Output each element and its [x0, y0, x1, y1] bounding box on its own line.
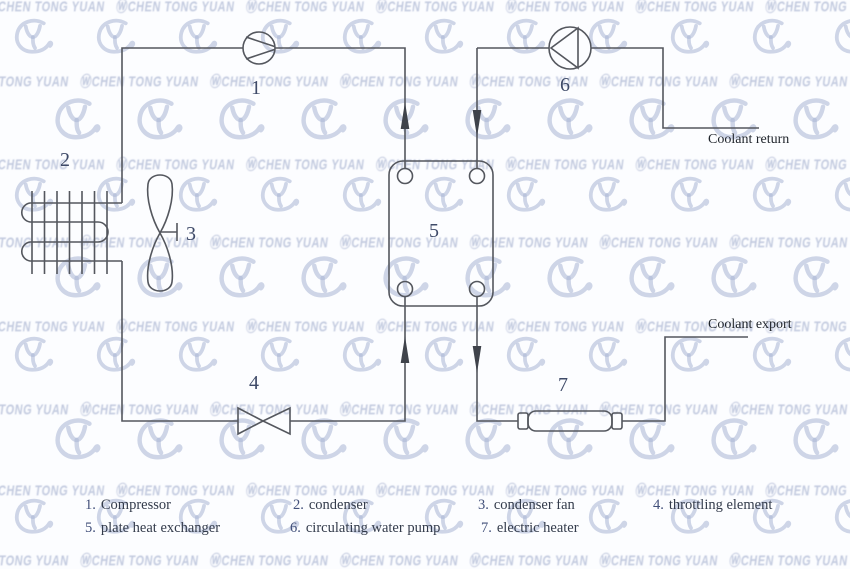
label-heat-exchanger-number: 5	[429, 220, 439, 242]
legend-item-electric-heater: 7.electric heater	[481, 520, 579, 536]
legend-item-condenser: 2.condenser	[293, 497, 368, 513]
arrow-down-icon	[472, 110, 482, 137]
label-heater-number: 7	[558, 374, 568, 396]
water-pipes	[476, 47, 759, 422]
throttle-valve-symbol	[237, 406, 291, 436]
legend-item-condenser-fan: 3.condenser fan	[478, 497, 575, 513]
flow-arrows	[400, 102, 482, 373]
coolant-export-label: Coolant export	[708, 317, 792, 332]
arrow-up-icon	[400, 102, 410, 129]
refrigerant-pipes	[121, 47, 406, 422]
legend-item-plate-heat-exchanger: 5.plate heat exchanger	[85, 520, 221, 536]
legend-item-circulating-water-pump: 6.circulating water pump	[290, 520, 441, 536]
pump-symbol	[548, 26, 592, 70]
legend-item-compressor: 1.Compressor	[85, 497, 171, 513]
condenser-coil-symbol	[21, 191, 122, 274]
fan-symbol	[146, 174, 178, 292]
legend-item-throttling-element: 4.throttling element	[653, 497, 773, 513]
compressor-symbol	[242, 31, 276, 65]
arrow-down-icon	[472, 346, 482, 373]
plate-heat-exchanger-symbol	[388, 160, 494, 307]
label-fan-number: 3	[186, 223, 196, 245]
label-compressor-number: 1	[251, 77, 261, 99]
electric-heater-symbol	[517, 410, 623, 432]
arrow-up-icon	[400, 336, 410, 363]
label-condenser-number: 2	[60, 149, 70, 171]
label-pump-number: 6	[560, 74, 570, 96]
label-valve-number: 4	[249, 372, 259, 394]
coolant-return-label: Coolant return	[708, 132, 790, 147]
